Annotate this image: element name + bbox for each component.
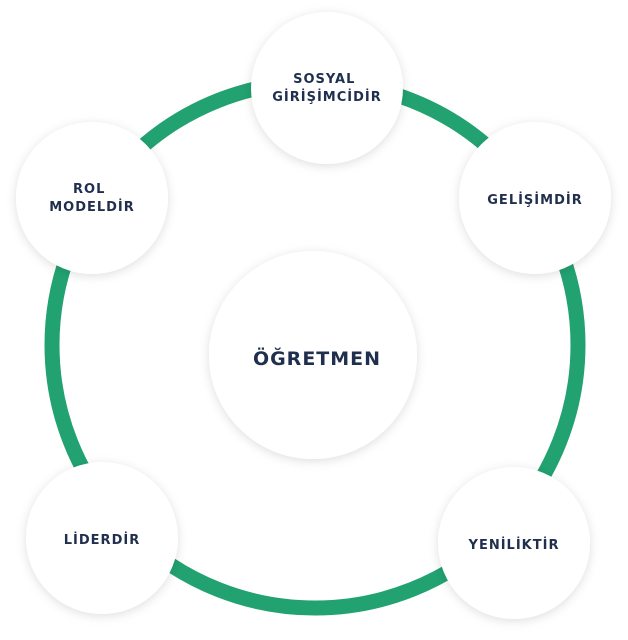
node-label-line: GELİŞİMDİR bbox=[487, 192, 582, 208]
node-label: GELİŞİMDİR bbox=[487, 192, 582, 208]
center-circle bbox=[209, 251, 417, 459]
node-label-line: LİDERDİR bbox=[64, 532, 140, 548]
node-circle bbox=[438, 467, 590, 619]
node-circle bbox=[459, 122, 611, 274]
node-sosyal-girisimcidir: SOSYAL GİRİŞİMCİDİR bbox=[251, 12, 403, 164]
node-gelisimdir: GELİŞİMDİR bbox=[459, 122, 611, 274]
node-label-line: SOSYAL bbox=[293, 72, 355, 87]
center-label: ÖĞRETMEN bbox=[253, 346, 381, 370]
node-circle bbox=[16, 122, 168, 274]
node-label-line: MODELDİR bbox=[49, 199, 135, 215]
node-label: ROL MODELDİR bbox=[49, 182, 135, 215]
node-rol-modeldir: ROL MODELDİR bbox=[16, 122, 168, 274]
node-label-line: YENİLİKTİR bbox=[468, 537, 560, 553]
center-node: ÖĞRETMEN bbox=[209, 251, 417, 459]
node-label: LİDERDİR bbox=[64, 532, 140, 548]
node-label-line: ROL bbox=[73, 182, 105, 197]
node-circle bbox=[251, 12, 403, 164]
node-label: YENİLİKTİR bbox=[468, 537, 560, 553]
node-yeniliktir: YENİLİKTİR bbox=[438, 467, 590, 619]
node-circle bbox=[26, 462, 178, 614]
node-label-line: GİRİŞİMCİDİR bbox=[272, 89, 382, 105]
node-liderdir: LİDERDİR bbox=[26, 462, 178, 614]
node-label: SOSYAL GİRİŞİMCİDİR bbox=[272, 72, 382, 105]
